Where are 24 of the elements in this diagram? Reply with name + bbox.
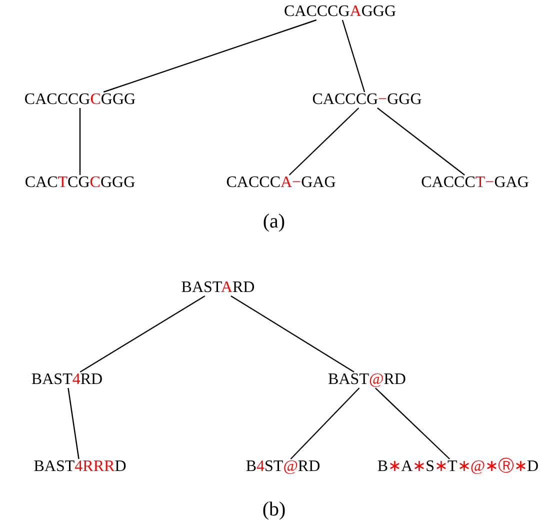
tree-branch-line — [80, 295, 206, 373]
sequence-text: BAST4RRRD — [34, 457, 126, 477]
tree-branch-line — [342, 20, 366, 92]
sequence-text: BAST4RD — [31, 370, 103, 390]
sequence-text: CACTCGCGGG — [24, 173, 136, 193]
sequence-text: BASTARD — [181, 278, 255, 298]
sequence-text: CACCCA−GAG — [226, 173, 336, 193]
sequence-text: B∗A∗S∗T∗@∗Ⓡ∗D — [377, 457, 539, 477]
tree-branch-line — [68, 388, 80, 460]
tree-branch-line — [290, 388, 360, 460]
sequence-text: B4ST@RD — [246, 457, 320, 477]
sequence-text: CACCCGAGGG — [284, 2, 396, 22]
sequence-text: BAST@RD — [328, 370, 406, 390]
tree-branch-line — [377, 108, 465, 176]
tree-branch-line — [79, 108, 81, 175]
sequence-text: CACCCG−GGG — [312, 90, 422, 110]
panel-label: (b) — [262, 498, 286, 522]
tree-branch-line — [288, 108, 360, 176]
tree-branch-line — [230, 295, 354, 373]
sequence-text: CACCCT−GAG — [421, 173, 529, 193]
tree-branch-line — [103, 19, 317, 93]
panel-label: (a) — [262, 210, 286, 234]
tree-branch-line — [374, 388, 450, 460]
sequence-text: CACCCGCGGG — [24, 90, 136, 110]
